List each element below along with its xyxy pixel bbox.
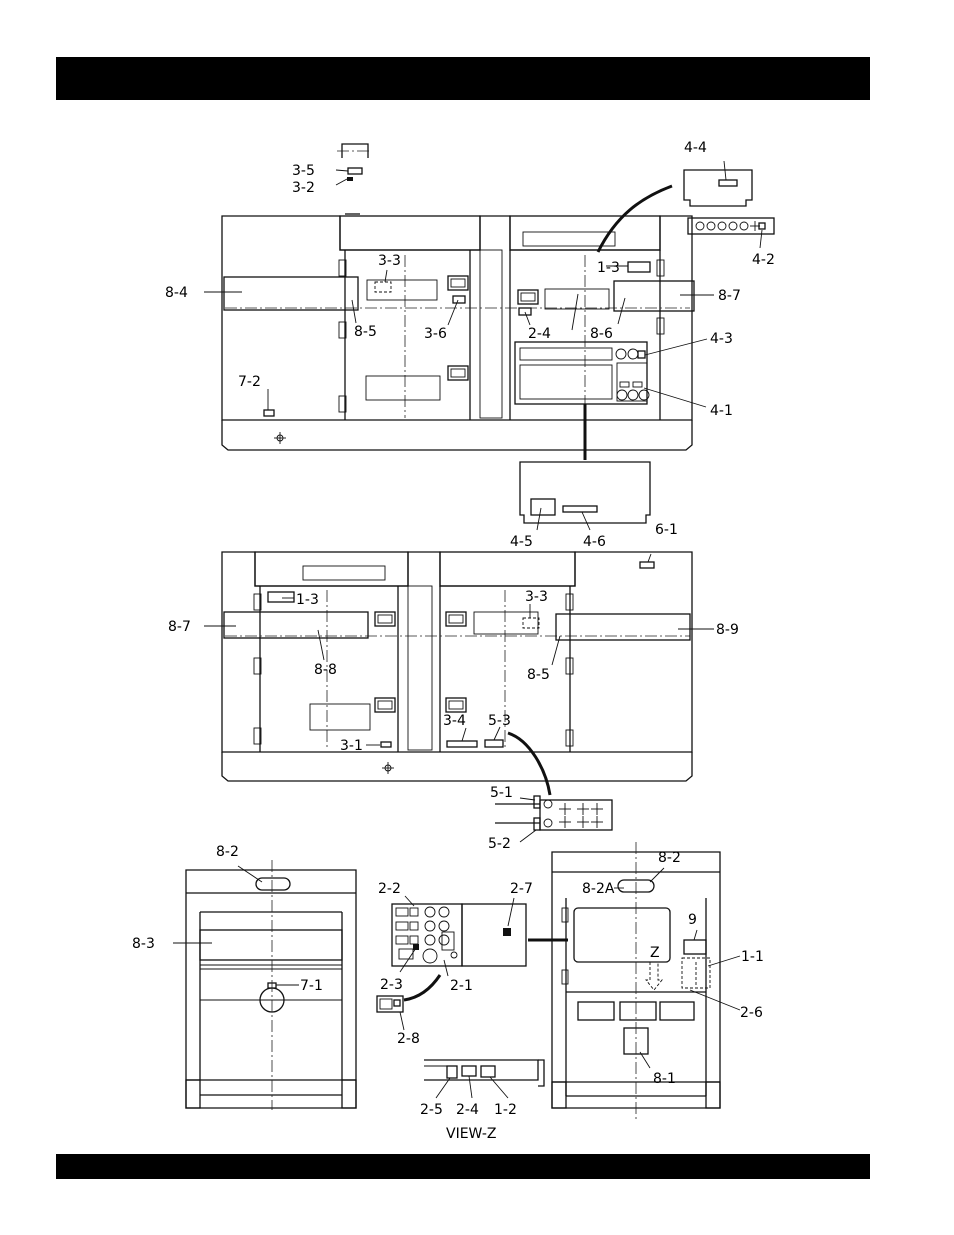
- label-1-1: 1-1: [741, 949, 764, 965]
- label-8-5-upper: 8-5: [354, 324, 377, 340]
- generator-side-view-upper: [204, 144, 774, 460]
- label-1-2: 1-2: [494, 1102, 517, 1118]
- label-4-5: 4-5: [510, 534, 533, 550]
- label-8-6: 8-6: [590, 326, 613, 342]
- control-box-inset: [520, 462, 650, 530]
- label-2-5: 2-5: [420, 1102, 443, 1118]
- label-9: 9: [688, 912, 697, 928]
- label-z: Z: [650, 945, 660, 961]
- label-8-3: 8-3: [132, 936, 155, 952]
- label-2-4-lower: 2-4: [456, 1102, 479, 1118]
- label-5-3: 5-3: [488, 713, 511, 729]
- generator-end-view-right: [552, 842, 740, 1120]
- label-view-z: VIEW-Z: [446, 1126, 496, 1142]
- label-2-4-upper: 2-4: [528, 326, 551, 342]
- label-3-5: 3-5: [292, 163, 315, 179]
- label-4-2: 4-2: [752, 252, 775, 268]
- generator-side-view-lower: [204, 552, 714, 842]
- label-2-7: 2-7: [510, 881, 533, 897]
- label-5-2: 5-2: [488, 836, 511, 852]
- label-8-5-lower: 8-5: [527, 667, 550, 683]
- generator-end-view-left: [173, 860, 356, 1110]
- label-3-3-upper: 3-3: [378, 253, 401, 269]
- label-2-1: 2-1: [450, 978, 473, 994]
- label-7-2: 7-2: [238, 374, 261, 390]
- label-3-4: 3-4: [443, 713, 466, 729]
- label-6-1: 6-1: [655, 522, 678, 538]
- label-3-6: 3-6: [424, 326, 447, 342]
- label-4-1: 4-1: [710, 403, 733, 419]
- label-2-2: 2-2: [378, 881, 401, 897]
- label-3-1: 3-1: [340, 738, 363, 754]
- label-8-2-left: 8-2: [216, 844, 239, 860]
- label-1-3-upper: 1-3: [597, 260, 620, 276]
- label-2-6: 2-6: [740, 1005, 763, 1021]
- label-7-1: 7-1: [300, 978, 323, 994]
- label-2-3: 2-3: [380, 977, 403, 993]
- label-8-4: 8-4: [165, 285, 188, 301]
- label-8-8: 8-8: [314, 662, 337, 678]
- label-1-3-lower: 1-3: [296, 592, 319, 608]
- label-3-3-lower: 3-3: [525, 589, 548, 605]
- label-3-2: 3-2: [292, 180, 315, 196]
- label-8-1: 8-1: [653, 1071, 676, 1087]
- label-4-3: 4-3: [710, 331, 733, 347]
- label-4-4: 4-4: [684, 140, 707, 156]
- label-8-2-right: 8-2: [658, 850, 681, 866]
- label-8-9: 8-9: [716, 622, 739, 638]
- label-8-7-upper: 8-7: [718, 288, 741, 304]
- label-5-1: 5-1: [490, 785, 513, 801]
- control-panel-detail: [377, 896, 568, 1098]
- label-8-7-lower: 8-7: [168, 619, 191, 635]
- label-8-2A: 8-2A: [582, 881, 615, 897]
- label-4-6: 4-6: [583, 534, 606, 550]
- label-2-8: 2-8: [397, 1031, 420, 1047]
